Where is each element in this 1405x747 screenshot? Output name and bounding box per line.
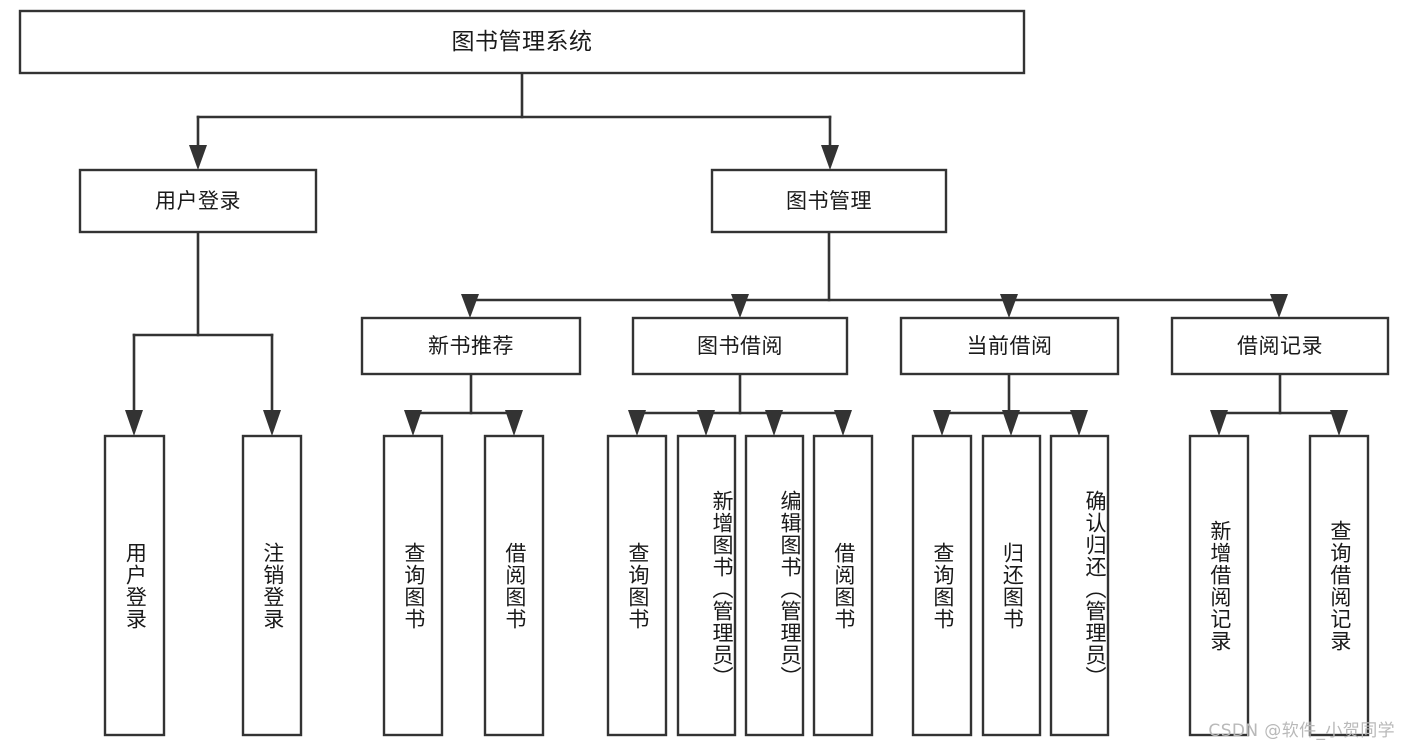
node-box-root[interactable] (18, 9, 1026, 75)
connector-bookmanage-to-level3 (461, 230, 1288, 318)
node-box-leaf-borrow-book-1[interactable] (483, 434, 545, 737)
node-box-leaf-user-login[interactable] (103, 434, 166, 737)
node-box-user-login[interactable] (78, 168, 318, 234)
node-box-leaf-borrow-book-2[interactable] (812, 434, 874, 737)
node-box-borrow-record[interactable] (1170, 316, 1390, 376)
node-box-leaf-confirm-return[interactable] (1049, 434, 1110, 737)
node-box-book-manage[interactable] (710, 168, 948, 234)
node-box-leaf-query-book-1[interactable] (382, 434, 444, 737)
connector-currentborrow-to-leaves (933, 372, 1088, 436)
connector-userlogin-to-leaves (125, 230, 281, 436)
node-box-leaf-logout[interactable] (241, 434, 303, 737)
connector-bookborrow-to-leaves (628, 372, 852, 436)
node-box-leaf-return-book[interactable] (981, 434, 1042, 737)
node-box-leaf-add-book[interactable] (676, 434, 737, 737)
node-box-new-book-recommend[interactable] (360, 316, 582, 376)
connector-root-to-level2 (189, 71, 839, 170)
node-box-book-borrow[interactable] (631, 316, 849, 376)
node-box-leaf-add-record[interactable] (1188, 434, 1250, 737)
connector-newbook-to-leaves (404, 372, 523, 436)
node-box-leaf-query-book-2[interactable] (606, 434, 668, 737)
node-box-leaf-query-record[interactable] (1308, 434, 1370, 737)
node-box-leaf-edit-book[interactable] (744, 434, 805, 737)
connector-borrowrecord-to-leaves (1210, 372, 1348, 436)
node-box-current-borrow[interactable] (899, 316, 1120, 376)
node-box-leaf-query-book-3[interactable] (911, 434, 973, 737)
